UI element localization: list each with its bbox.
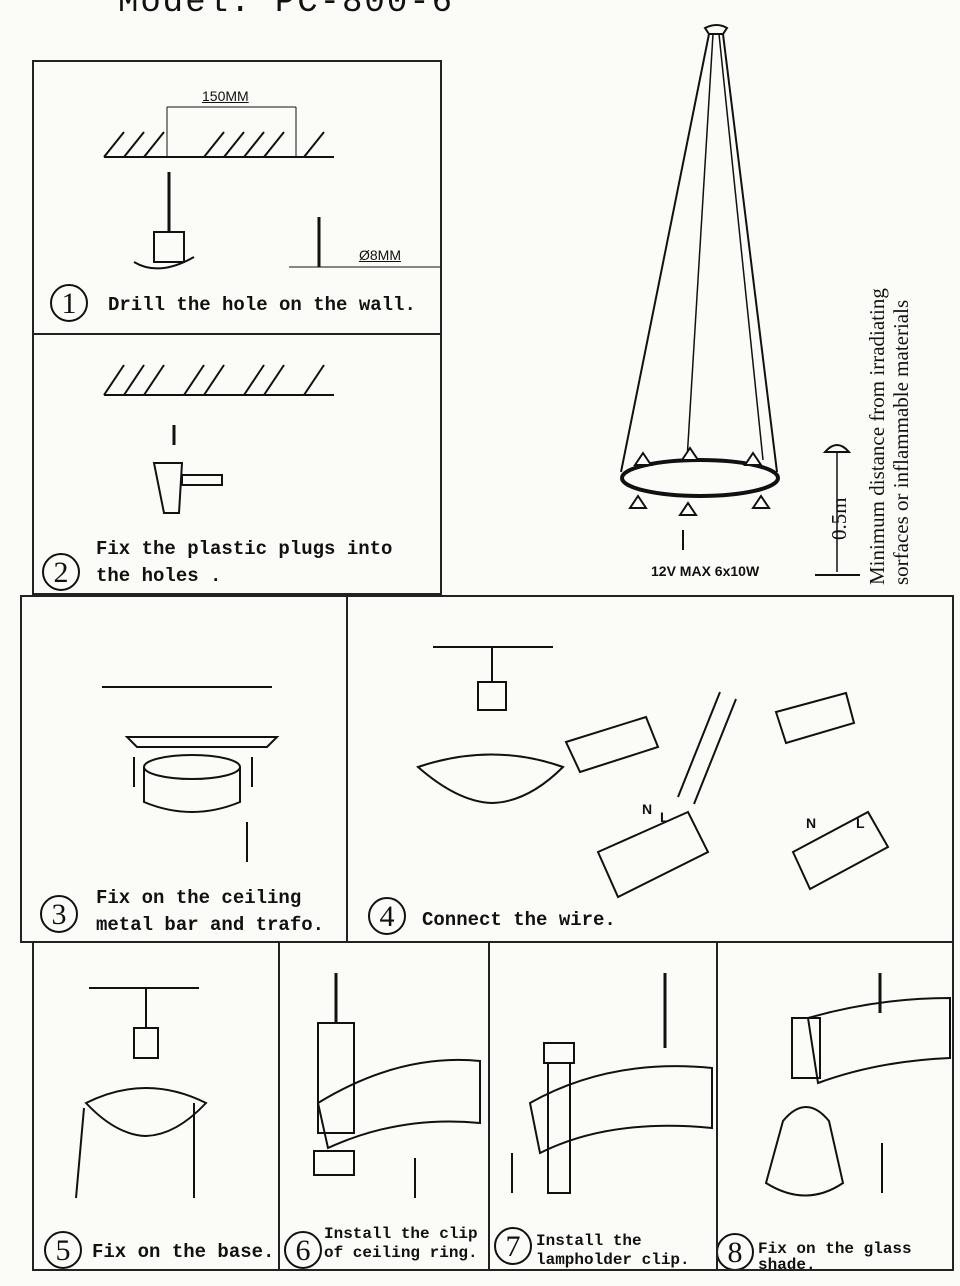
pendant-lamp-illustration xyxy=(620,24,860,576)
step-7-panel: 7 Install the lampholder clip. xyxy=(488,941,718,1271)
wire-connection-illustration xyxy=(416,646,890,899)
step-8-number: 8 xyxy=(718,1233,754,1269)
spacing-dimension: 150MM xyxy=(202,88,249,104)
step-8-caption-line1: Fix on the glass xyxy=(758,1240,912,1258)
step-6-panel: 6 Install the clip of ceiling ring. xyxy=(278,941,490,1271)
step-2-number: 2 xyxy=(42,553,80,591)
neutral-label-2: N xyxy=(806,815,817,831)
step-7-caption-line1: Install the xyxy=(536,1232,642,1250)
step-4-caption: Connect the wire. xyxy=(422,909,616,931)
step-7-number: 7 xyxy=(494,1227,532,1265)
base-illustration xyxy=(75,987,208,1199)
drill-illustration xyxy=(103,106,440,270)
step-7-caption-line2: lampholder clip. xyxy=(536,1251,690,1269)
glass-shade-illustration xyxy=(764,973,951,1197)
step-5-panel: 5 Fix on the base. xyxy=(32,941,280,1271)
step-6-caption-line1: Install the clip xyxy=(324,1225,478,1243)
step-5-number: 5 xyxy=(44,1231,82,1269)
step-3-panel: 3 Fix on the ceiling metal bar and trafo… xyxy=(20,595,348,943)
step-3-number: 3 xyxy=(40,895,78,933)
step-6-caption-line2: of ceiling ring. xyxy=(324,1244,478,1262)
lamp-overview: 12V MAX 6x10W 0.5m Minimum distance from… xyxy=(445,20,950,595)
step-1-panel: 150MM Ø8MM 1 Drill the hole on the wall. xyxy=(32,60,442,335)
step-2-caption-line2: the holes . xyxy=(96,565,222,587)
step-1-number: 1 xyxy=(50,284,88,322)
ceiling-bar-illustration xyxy=(102,686,280,862)
step-4-number: 4 xyxy=(368,897,406,935)
lamp-rating: 12V MAX 6x10W xyxy=(651,563,760,579)
lampholder-clip-illustration xyxy=(511,973,713,1194)
step-8-panel: 8 Fix on the glass shade. xyxy=(716,941,954,1271)
live-label-2: L xyxy=(856,815,865,831)
step-2-panel: 2 Fix the plastic plugs into the holes . xyxy=(32,333,442,595)
step-1-caption: Drill the hole on the wall. xyxy=(108,294,416,316)
safety-note-line1: Minimum distance from irradiating xyxy=(865,288,889,585)
diameter-dimension: Ø8MM xyxy=(359,247,401,263)
step-2-caption-line1: Fix the plastic plugs into xyxy=(96,538,393,560)
ceiling-ring-clip-illustration xyxy=(313,973,481,1198)
step-8-caption-line2: shade. xyxy=(758,1256,816,1271)
distance-label: 0.5m xyxy=(827,497,851,540)
step-3-caption-line2: metal bar and trafo. xyxy=(96,914,325,936)
plug-illustration xyxy=(103,364,334,514)
neutral-label-1: N xyxy=(642,801,653,817)
safety-note-line2: sorfaces or inflammable materials xyxy=(889,299,913,585)
live-label-1: L xyxy=(660,809,669,825)
step-5-caption: Fix on the base. xyxy=(92,1241,275,1263)
step-3-caption-line1: Fix on the ceiling xyxy=(96,887,302,909)
model-title: Model: PC-800-6 xyxy=(118,0,455,22)
step-4-panel: N L N L 4 Connect the wire. xyxy=(346,595,954,943)
step-6-number: 6 xyxy=(284,1231,322,1269)
